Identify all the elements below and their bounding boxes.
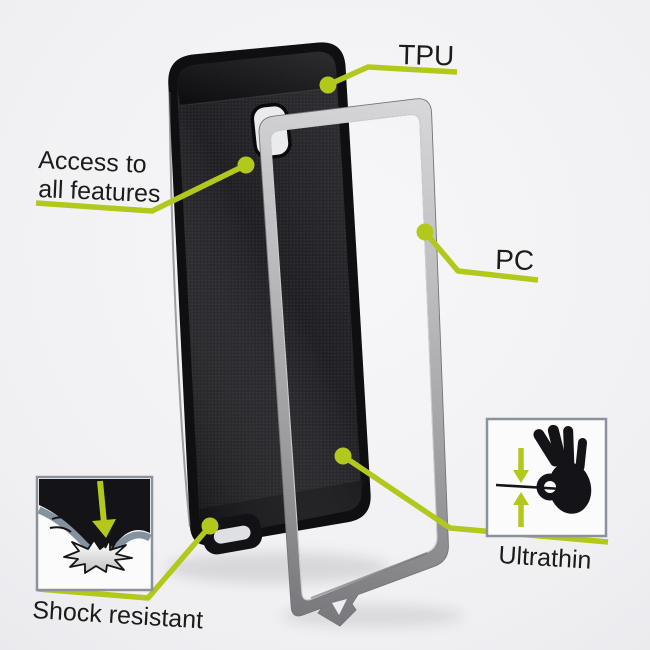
motion-lines [49, 508, 75, 533]
drop-arrow-head [92, 519, 116, 538]
ultrathin-box [485, 417, 608, 538]
case-shadow [166, 552, 390, 584]
pc-frame [258, 98, 449, 627]
tpu-callout-dot [319, 76, 337, 94]
pc-label: PC [495, 244, 535, 276]
thin-sheet-line [495, 483, 563, 491]
shock-callout-dot [201, 517, 219, 535]
up-arrow-head [513, 492, 529, 505]
impact-burst-icon [37, 479, 152, 574]
frame-notch-hole [332, 599, 347, 615]
pc-callout-dot [416, 223, 434, 241]
case-edge-highlight [168, 91, 191, 528]
access-label-line1: Access to [38, 146, 147, 179]
case-corner-shape [39, 479, 150, 550]
ok-hand [533, 424, 592, 514]
down-arrow-head [513, 470, 529, 483]
finger [563, 425, 575, 468]
callout-lines [35, 64, 609, 601]
access-label-line2: all features [38, 175, 161, 208]
ultrathin-callout-dot [334, 447, 352, 465]
tpu-callout-line [326, 64, 458, 88]
ultrathin-callout-line [341, 453, 609, 545]
shock-resistant-box [35, 475, 154, 592]
tpu-label: TPU [398, 39, 455, 71]
drop-arrow-shaft [97, 480, 107, 524]
impact-burst [63, 539, 133, 574]
finger [575, 437, 588, 472]
palm [548, 462, 592, 514]
ok-hand-thinness-icon [495, 424, 592, 527]
finger [547, 424, 567, 468]
port-slot-hole [213, 525, 251, 544]
shock-callout-line [37, 524, 213, 601]
impact-ticks [104, 539, 117, 550]
access-callout-line [35, 162, 248, 214]
tpu-case [168, 42, 371, 555]
access-callout-dot [237, 156, 255, 174]
callout-dots [201, 76, 434, 535]
pc-callout-line [422, 230, 539, 283]
frame-bottom-seam [310, 552, 428, 599]
ultrathin-label: Ultrathin [498, 541, 593, 575]
finger [533, 429, 561, 467]
compress-arrows [513, 448, 529, 527]
case-sheen [176, 51, 362, 537]
